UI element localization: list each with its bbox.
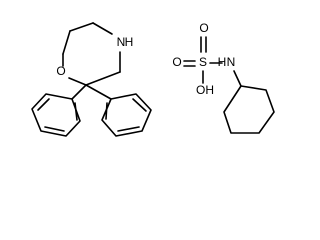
bond-c-c <box>62 30 71 55</box>
aromatic-double-bond <box>132 98 147 112</box>
aromatic-double-bond <box>117 126 140 132</box>
phenyl-hexagon <box>31 93 81 137</box>
amide-nitrogen-label: N <box>227 55 236 69</box>
sulfonyl-oxygen-left-label: O <box>172 55 181 69</box>
bond-n-c <box>92 22 113 35</box>
background <box>0 0 305 150</box>
cyclohexyl-ring <box>223 85 275 134</box>
cyclohexane-hexagon <box>223 85 275 134</box>
bond-c-c <box>85 71 121 86</box>
bond-quaternary-c-phenyl <box>71 84 87 100</box>
bond-n-c <box>233 70 242 87</box>
hydroxyl-label: OH <box>196 83 214 97</box>
bond-c-c <box>69 22 94 32</box>
amide-nitrogen-atom: H N <box>218 55 236 69</box>
sulfamic-acid-group <box>183 36 242 87</box>
chemical-structure-diagram: N H O S O O H N OH <box>0 0 305 150</box>
sulfur-label: S <box>199 55 207 69</box>
amide-hydrogen-label: H <box>218 55 227 69</box>
ring-nitrogen-label: N <box>117 35 126 49</box>
oxazepane-ring <box>62 22 121 86</box>
sulfonyl-oxygen-top-label: O <box>199 21 208 35</box>
bond-quaternary-c-phenyl <box>85 84 112 100</box>
phenyl-hexagon <box>101 93 152 137</box>
ring-nitrogen-hydrogen-label: H <box>125 35 134 49</box>
aromatic-double-bond <box>37 98 50 111</box>
ring-nitrogen-atom: N H <box>117 35 134 49</box>
bond-o-c <box>68 77 87 86</box>
left-phenyl-ring <box>31 84 87 137</box>
aromatic-double-bond <box>44 126 65 132</box>
right-phenyl-ring <box>85 84 152 137</box>
aromatic-double-bond <box>74 102 78 121</box>
ring-oxygen-label: O <box>56 64 65 78</box>
aromatic-double-bond <box>105 102 108 120</box>
